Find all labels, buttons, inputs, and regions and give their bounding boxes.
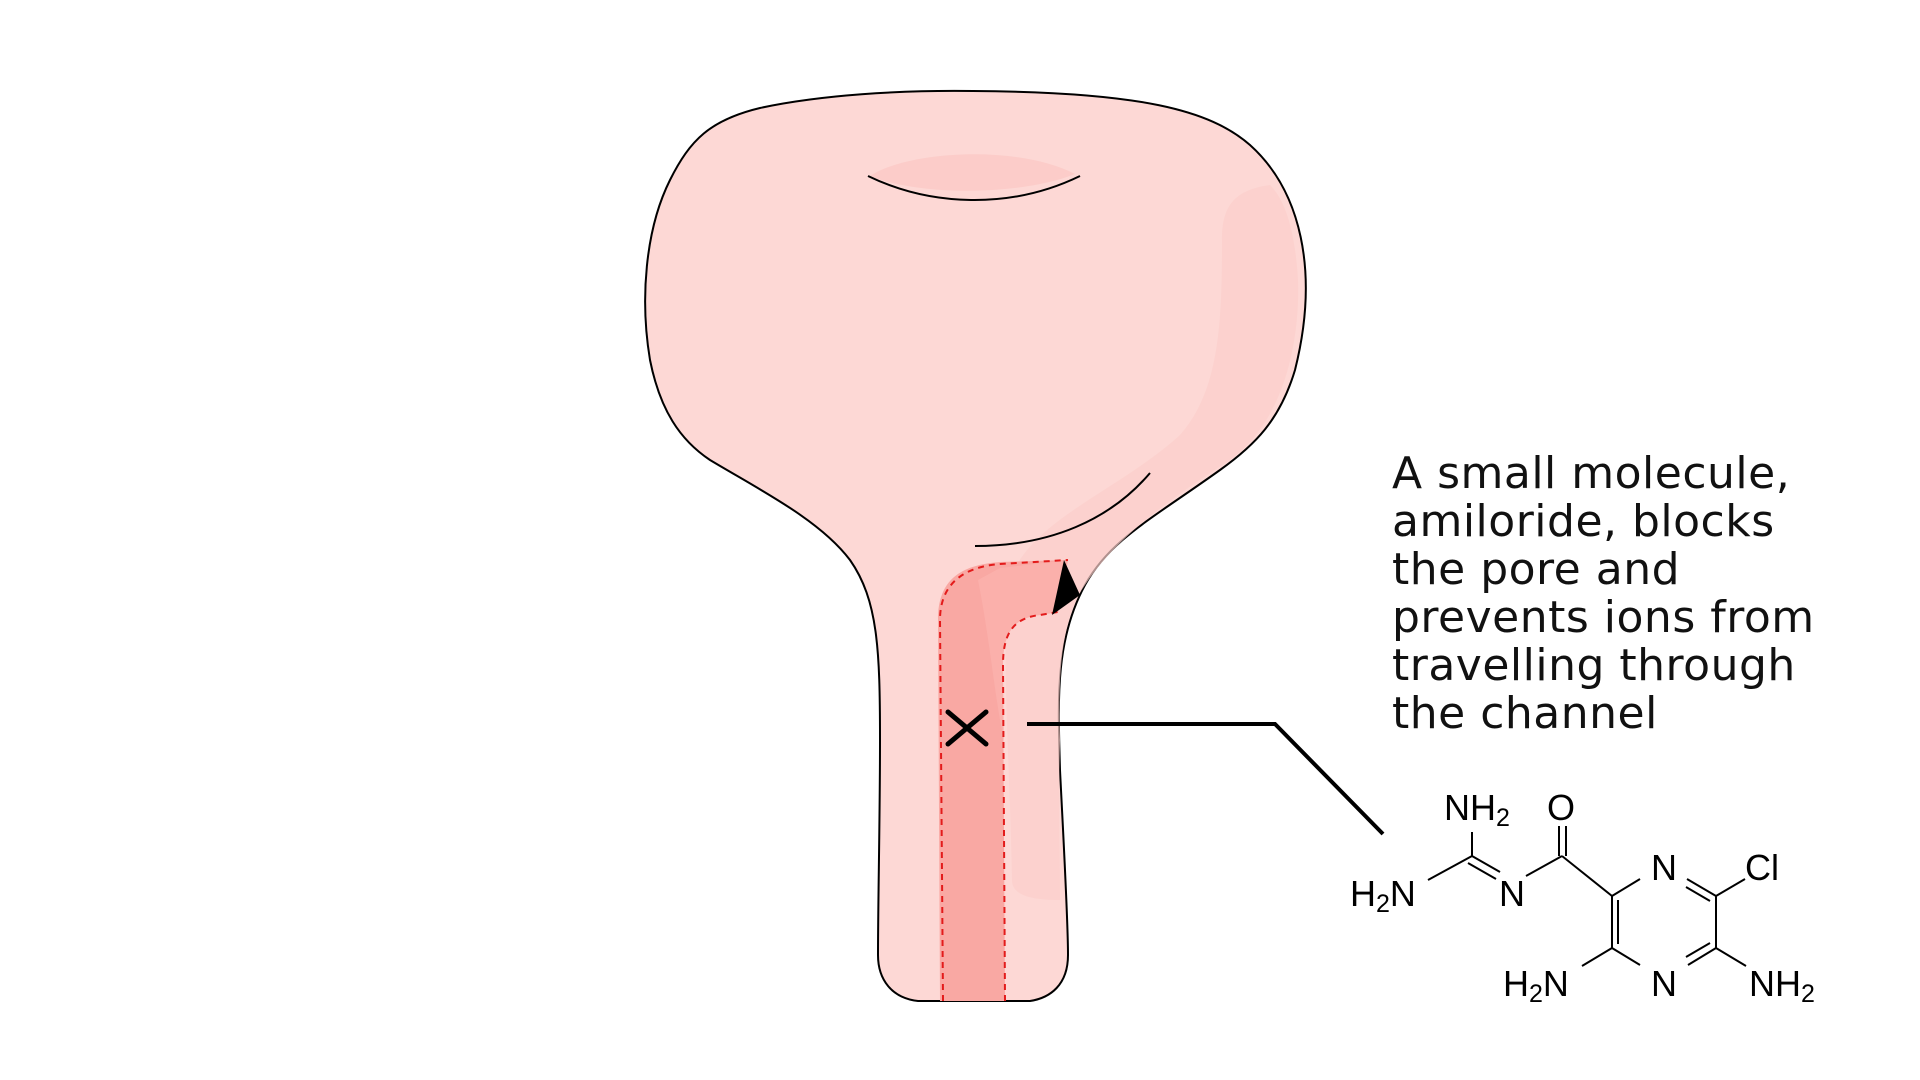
caption-line: the pore and — [1392, 544, 1681, 595]
ring-n-bottom-label: N — [1651, 963, 1677, 1004]
right-nh2-label: NH2 — [1749, 963, 1815, 1008]
pore-highlight — [978, 560, 1068, 740]
caption-line: amiloride, blocks — [1392, 496, 1775, 547]
caption-line: the channel — [1392, 688, 1658, 739]
caption-line: prevents ions from — [1392, 592, 1815, 643]
left-h2n-label: H2N — [1350, 873, 1416, 918]
channel-opening-arc — [867, 175, 1081, 201]
amiloride-structure: NH2 O H2N N N Cl H2N N NH2 — [1350, 787, 1815, 1008]
blocked-cross-icon — [945, 709, 989, 747]
bottom-h2n-label: H2N — [1503, 963, 1569, 1008]
channel-shading-top — [870, 154, 1075, 191]
upper-nh2-label: NH2 — [1444, 787, 1510, 832]
caption-line: A small molecule, — [1392, 448, 1791, 499]
caption-line: travelling through — [1392, 640, 1796, 691]
ion-arrow-head — [1052, 560, 1080, 615]
ring-n-top-label: N — [1651, 847, 1677, 888]
imine-n-label: N — [1499, 873, 1525, 914]
channel-shading-right — [1005, 185, 1299, 900]
oxygen-label: O — [1547, 787, 1575, 828]
channel-fold-line — [974, 472, 1151, 547]
callout-line — [1027, 722, 1385, 836]
caption-text: A small molecule, amiloride, blocks the … — [1392, 450, 1892, 738]
pore-outline-left — [938, 559, 1069, 1002]
chlorine-label: Cl — [1745, 847, 1779, 888]
